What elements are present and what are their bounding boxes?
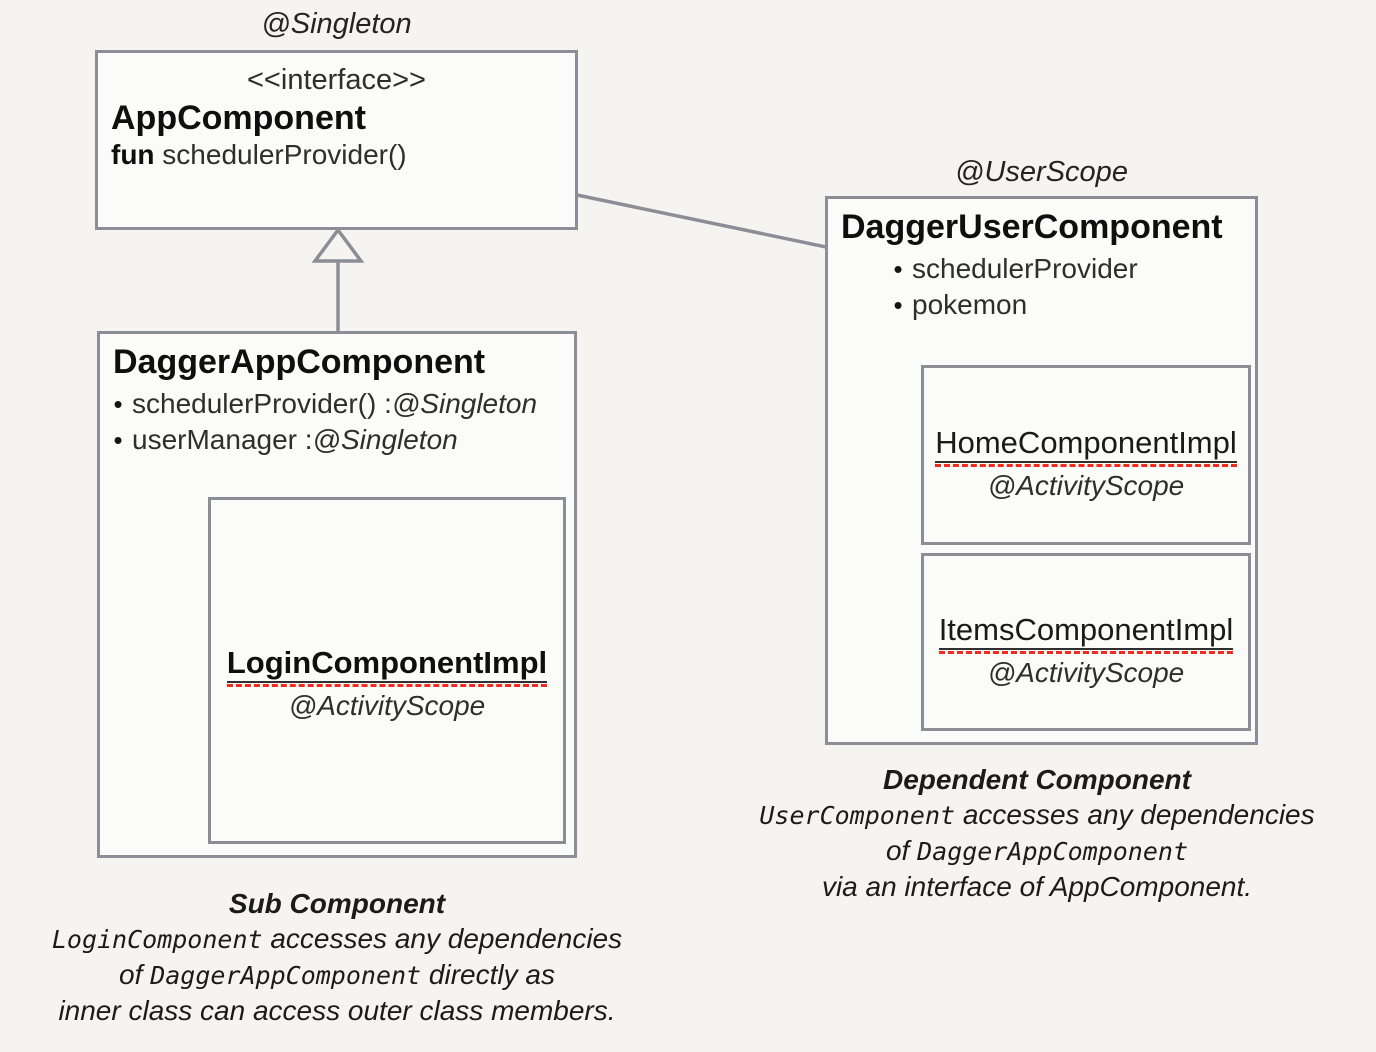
caption-title: Sub Component: [228, 888, 446, 919]
items-component-impl-title: ItemsComponentImpl: [938, 612, 1234, 650]
login-component-impl-title: LoginComponentImpl: [226, 645, 548, 683]
home-component-impl-box: HomeComponentImpl @ActivityScope: [921, 365, 1251, 545]
interface-stereotype: <<interface>>: [247, 64, 426, 96]
home-component-impl-title: HomeComponentImpl: [935, 425, 1237, 463]
login-component-impl-box: LoginComponentImpl @ActivityScope: [208, 497, 566, 844]
bullet-icon: •: [113, 425, 123, 455]
app-component-box: <<interface>> AppComponent fun scheduler…: [95, 50, 578, 230]
bullet-icon: •: [893, 254, 903, 284]
caption-text: accesses any dependencies: [955, 799, 1315, 830]
list-item: • pokemon: [884, 287, 1255, 323]
user-scope-label: @UserScope: [955, 156, 1128, 188]
dagger-user-provision-list: • schedulerProvider • pokemon: [828, 251, 1255, 323]
caption-title: Dependent Component: [883, 764, 1191, 795]
method-name: schedulerProvider(): [154, 139, 407, 170]
dagger-app-component-title: DaggerAppComponent: [113, 343, 486, 381]
provision-scope: @Singleton: [391, 388, 538, 419]
scheduler-provider-method: fun schedulerProvider(): [98, 138, 575, 172]
list-item: • schedulerProvider: [884, 251, 1255, 287]
caption-text: of: [885, 835, 918, 866]
dependent-component-caption: Dependent Component UserComponent access…: [707, 762, 1367, 904]
caption-line: via an interface of AppComponent.: [821, 871, 1253, 902]
dagger-app-provision-list: • schedulerProvider() : @Singleton • userM…: [100, 386, 574, 458]
caption-text: accesses any dependencies: [262, 923, 623, 954]
app-component-title: AppComponent: [111, 99, 366, 137]
caption-line: of DaggerAppComponent: [707, 833, 1367, 869]
dagger-user-component-title: DaggerUserComponent: [841, 208, 1223, 246]
mono-text: UserComponent: [759, 801, 956, 830]
provision-text: pokemon: [912, 289, 1028, 320]
provision-text: schedulerProvider() :: [132, 388, 392, 419]
items-component-impl-box: ItemsComponentImpl @ActivityScope: [921, 553, 1251, 731]
mono-text: DaggerAppComponent: [150, 961, 422, 990]
singleton-scope-label: @Singleton: [261, 8, 412, 40]
mono-text: LoginComponent: [51, 925, 263, 954]
mono-text: DaggerAppComponent: [917, 837, 1189, 866]
bullet-icon: •: [893, 290, 903, 320]
dagger-app-component-box: DaggerAppComponent • schedulerProvider() …: [97, 331, 577, 858]
inheritance-arrow: [311, 227, 365, 331]
caption-line: of DaggerAppComponent directly as: [7, 957, 667, 993]
list-item: • schedulerProvider() : @Singleton: [104, 386, 574, 422]
caption-text: directly as: [421, 959, 555, 990]
list-item: • userManager : @Singleton: [104, 422, 574, 458]
fun-keyword: fun: [111, 139, 155, 170]
bullet-icon: •: [113, 389, 123, 419]
sub-component-caption: Sub Component LoginComponent accesses an…: [7, 886, 667, 1028]
caption-line: inner class can access outer class membe…: [58, 995, 616, 1026]
caption-line: UserComponent accesses any dependencies: [707, 797, 1367, 833]
activity-scope-label: @ActivityScope: [987, 469, 1185, 501]
dagger-user-component-box: DaggerUserComponent • schedulerProvider •…: [825, 196, 1258, 745]
caption-line: LoginComponent accesses any dependencies: [7, 921, 667, 957]
activity-scope-label: @ActivityScope: [288, 690, 486, 721]
provision-scope: @Singleton: [312, 424, 458, 455]
provision-text: userManager :: [132, 424, 313, 455]
activity-scope-label: @ActivityScope: [987, 656, 1185, 688]
provision-text: schedulerProvider: [912, 253, 1138, 284]
caption-text: of: [119, 959, 151, 990]
